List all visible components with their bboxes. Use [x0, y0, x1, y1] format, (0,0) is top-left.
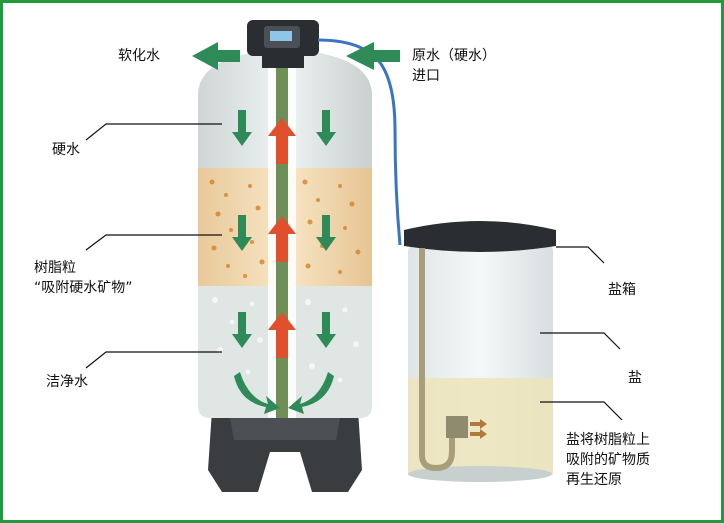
resin-tank [198, 50, 372, 418]
brine-valve [446, 416, 468, 438]
leader-lines [85, 123, 623, 421]
brine-tank [404, 221, 556, 482]
valve-display [270, 31, 292, 41]
upflow-arrows [268, 118, 296, 358]
label-raw-water-inlet: 原水（硬水） 进口 [412, 48, 496, 84]
softened-water-outlet-arrow [192, 42, 240, 70]
control-valve [247, 20, 319, 68]
label-softened-water: 软化水 [118, 48, 160, 64]
label-clean-water: 洁净水 [46, 374, 88, 390]
label-salt: 盐 [628, 370, 642, 386]
label-hard-water: 硬水 [52, 142, 80, 158]
label-resin-beads: 树脂粒 “吸附硬水矿物” [34, 260, 133, 296]
tank-base [208, 410, 362, 492]
label-brine-tank: 盐箱 [608, 282, 636, 298]
downflow-arrows [232, 110, 336, 414]
raw-water-inlet-arrow [346, 42, 400, 70]
label-regeneration: 盐将树脂粒上 吸附的矿物质 再生还原 [566, 432, 650, 488]
inlet-hose [317, 38, 402, 246]
brine-tank-lid [404, 221, 556, 252]
brine-flow-arrows [470, 419, 487, 439]
